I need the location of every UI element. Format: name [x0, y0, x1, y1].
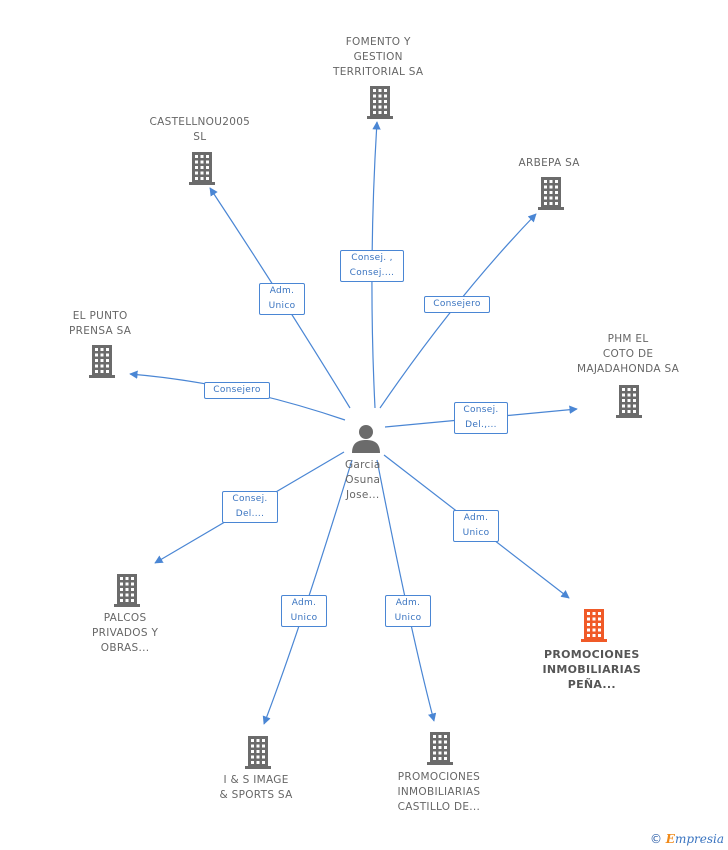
- building-icon: [538, 177, 564, 210]
- label-line: Del....: [235, 509, 265, 519]
- label-line: Consejero: [213, 384, 261, 395]
- label-line: I & S IMAGE: [223, 774, 289, 786]
- label-line: PEÑA...: [567, 678, 616, 691]
- label-line: Consej. ,: [351, 253, 393, 263]
- relation-label-fomento[interactable]: Consej. , Consej....: [340, 250, 404, 282]
- label-line: Del.,...: [465, 420, 497, 430]
- company-node-promo_castillo[interactable]: [424, 730, 456, 770]
- label-line: Consej.: [463, 405, 499, 415]
- label-line: PRIVADOS Y: [92, 627, 159, 639]
- edge-line-promo_castillo: [376, 459, 437, 722]
- label-line: Consej.: [232, 494, 268, 504]
- company-label-is_image[interactable]: I & S IMAGE & SPORTS SA: [220, 773, 293, 803]
- label-line: Unico: [462, 528, 490, 538]
- label-line: Osuna: [345, 474, 381, 486]
- company-node-is_image[interactable]: [242, 734, 274, 774]
- building-icon: [367, 86, 393, 119]
- center-person-node[interactable]: [351, 423, 381, 457]
- label-line: GESTION: [353, 51, 403, 63]
- company-label-promo_pena[interactable]: PROMOCIONES INMOBILIARIAS PEÑA...: [543, 647, 642, 692]
- company-node-phm[interactable]: [613, 383, 645, 423]
- company-label-elpunto[interactable]: EL PUNTO PRENSA SA: [69, 309, 131, 339]
- label-line: MAJADAHONDA SA: [577, 363, 680, 375]
- relation-label-phm[interactable]: Consej. Del.,...: [454, 402, 508, 434]
- label-line: PALCOS: [103, 612, 147, 624]
- person-icon: [352, 425, 380, 453]
- company-node-elpunto[interactable]: [86, 343, 118, 383]
- relation-label-castellnou[interactable]: Adm. Unico: [259, 283, 305, 315]
- label-line: PHM EL: [607, 333, 649, 345]
- company-node-promo_pena[interactable]: [578, 607, 610, 647]
- copyright-icon: ©: [649, 832, 662, 846]
- label-line: Adm.: [395, 598, 421, 608]
- company-label-arbepa[interactable]: ARBEPA SA: [519, 156, 580, 171]
- label-line: Unico: [268, 301, 296, 311]
- label-line: & SPORTS SA: [219, 789, 293, 801]
- relation-label-arbepa[interactable]: Consejero: [424, 295, 490, 313]
- label-line: Garcia: [345, 459, 381, 471]
- label-line: Consejero: [433, 298, 481, 309]
- relation-label-is_image[interactable]: Adm. Unico: [281, 595, 327, 627]
- label-line: INMOBILIARIAS: [542, 663, 642, 676]
- label-line: ARBEPA SA: [518, 157, 580, 169]
- relation-label-elpunto[interactable]: Consejero: [204, 381, 270, 399]
- footer-brand: © Empresia: [650, 832, 724, 846]
- label-line: PROMOCIONES: [397, 771, 481, 783]
- label-line: Consej....: [349, 268, 395, 278]
- label-line: CASTILLO DE...: [397, 801, 481, 813]
- building-icon: [189, 152, 215, 185]
- company-label-promo_castillo[interactable]: PROMOCIONES INMOBILIARIAS CASTILLO DE...: [398, 770, 481, 815]
- label-line: Unico: [290, 613, 318, 623]
- company-label-palcos[interactable]: PALCOS PRIVADOS Y OBRAS...: [92, 611, 158, 656]
- label-line: PRENSA SA: [69, 325, 132, 337]
- label-line: INMOBILIARIAS: [397, 786, 481, 798]
- label-line: COTO DE: [602, 348, 654, 360]
- label-line: TERRITORIAL SA: [333, 66, 424, 78]
- label-line: FOMENTO Y: [345, 36, 411, 48]
- company-node-fomento[interactable]: [364, 84, 396, 124]
- company-label-phm[interactable]: PHM EL COTO DE MAJADAHONDA SA: [577, 332, 679, 377]
- building-icon: [114, 574, 140, 607]
- label-line: CASTELLNOU2005: [149, 116, 251, 128]
- company-node-palcos[interactable]: [111, 572, 143, 612]
- company-node-arbepa[interactable]: [535, 175, 567, 215]
- label-line: Jose...: [346, 489, 380, 501]
- brand-name: mpresia: [674, 832, 724, 846]
- building-icon: [581, 609, 607, 642]
- label-line: Unico: [394, 613, 422, 623]
- building-icon: [89, 345, 115, 378]
- company-node-castellnou[interactable]: [186, 150, 218, 190]
- brand-logo-letter: E: [665, 832, 675, 846]
- label-line: Adm.: [463, 513, 489, 523]
- label-line: PROMOCIONES: [543, 648, 640, 661]
- label-line: EL PUNTO: [72, 310, 128, 322]
- relation-label-palcos[interactable]: Consej. Del....: [222, 491, 278, 523]
- building-icon: [245, 736, 271, 769]
- relation-label-promo_castillo[interactable]: Adm. Unico: [385, 595, 431, 627]
- building-icon: [616, 385, 642, 418]
- building-icon: [427, 732, 453, 765]
- company-label-fomento[interactable]: FOMENTO Y GESTION TERRITORIAL SA: [333, 35, 423, 80]
- label-line: SL: [193, 131, 207, 143]
- label-line: Adm.: [291, 598, 317, 608]
- label-line: OBRAS...: [100, 642, 150, 654]
- label-line: Adm.: [269, 286, 295, 296]
- relation-label-promo_pena[interactable]: Adm. Unico: [453, 510, 499, 542]
